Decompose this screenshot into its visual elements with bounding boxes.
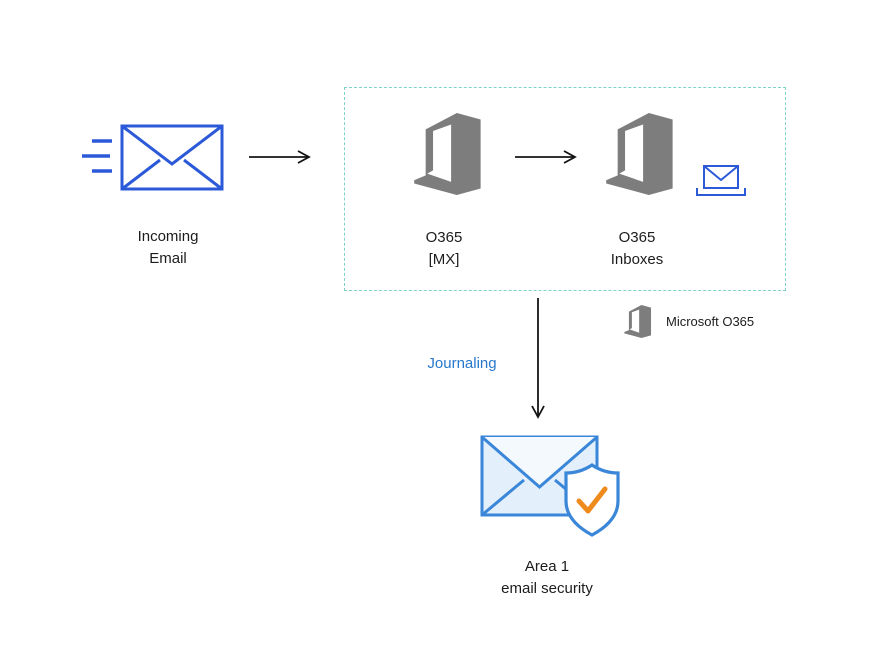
down-arrow-icon — [531, 298, 545, 419]
right-arrow-icon — [249, 150, 311, 164]
area1-email-security-icon — [480, 435, 620, 537]
o365-inboxes-label-line1: O365 — [618, 229, 656, 246]
o365-boundary-box — [344, 87, 786, 291]
o365-inboxes-label-line2: Inboxes — [610, 251, 664, 268]
journaling-label: Journaling — [427, 355, 497, 372]
legend-label: Microsoft O365 — [666, 314, 755, 329]
o365-mx-label-line1: O365 — [425, 229, 463, 246]
o365-mx-label: O365 [MX] — [394, 227, 494, 271]
shield-check-icon — [564, 463, 620, 537]
area1-label-line1: Area 1 — [524, 558, 570, 575]
o365-mx-label-line2: [MX] — [428, 251, 460, 268]
area1-label-line2: email security — [501, 580, 593, 597]
incoming-email-label-line2: Email — [149, 250, 187, 267]
area1-label: Area 1 email security — [457, 556, 637, 600]
incoming-email-label: Incoming Email — [98, 226, 238, 270]
office365-legend-icon — [624, 305, 652, 338]
office365-inboxes-icon — [606, 113, 673, 195]
office365-mx-icon — [414, 113, 481, 195]
incoming-email-envelope-icon — [82, 124, 224, 191]
incoming-email-label-line1: Incoming — [137, 228, 199, 245]
right-arrow-icon — [515, 150, 577, 164]
envelope-in-tray-icon — [696, 165, 746, 196]
legend-microsoft-o365: Microsoft O365 — [621, 303, 754, 340]
o365-inboxes-label: O365 Inboxes — [587, 227, 687, 271]
